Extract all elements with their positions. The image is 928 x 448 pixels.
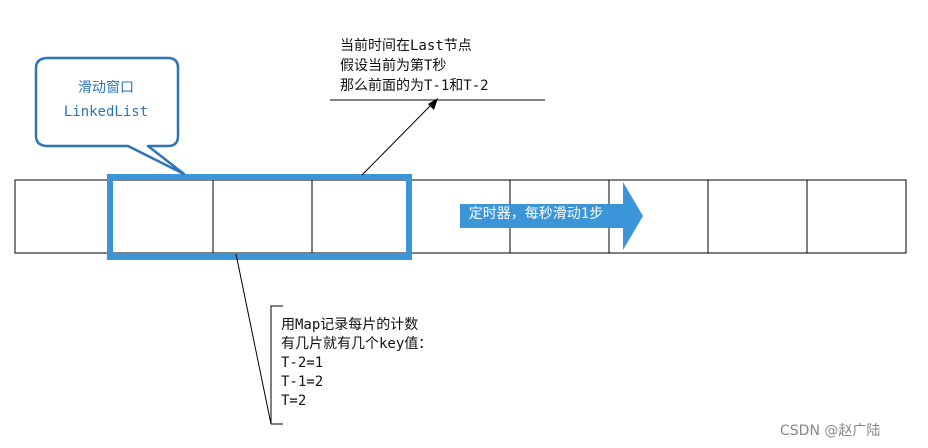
bottom-note-line: 用Map记录每片的计数 — [281, 317, 419, 333]
bottom-note-line: T=2 — [281, 393, 307, 409]
top-note-line: 当前时间在Last节点 — [340, 38, 472, 54]
slide-direction-arrow — [460, 182, 643, 250]
bottom-note-line: 有几片就有几个key值： — [281, 336, 433, 352]
bottom-note-bracket — [235, 253, 283, 425]
callout-line: 滑动窗口 — [78, 80, 134, 96]
top-note-line: 那么前面的为T-1和T-2 — [340, 78, 489, 94]
sliding-window-frame — [107, 174, 412, 260]
callout-bubble — [34, 56, 186, 176]
top-note-line: 假设当前为第T秒 — [340, 58, 447, 74]
callout-line: LinkedList — [63, 104, 149, 120]
top-note: 当前时间在Last节点假设当前为第T秒那么前面的为T-1和T-2 — [340, 36, 489, 96]
top-note-pointer-arrowhead — [428, 98, 438, 110]
callout-text: 滑动窗口 LinkedList — [36, 76, 176, 124]
top-note-pointer-line — [361, 103, 433, 176]
bottom-note-line: T-1=2 — [281, 374, 324, 390]
watermark: CSDN @赵广陆 — [780, 423, 881, 439]
arrow-label: 定时器，每秒滑动1步 — [468, 206, 604, 222]
bottom-note-line: T-2=1 — [281, 355, 324, 371]
